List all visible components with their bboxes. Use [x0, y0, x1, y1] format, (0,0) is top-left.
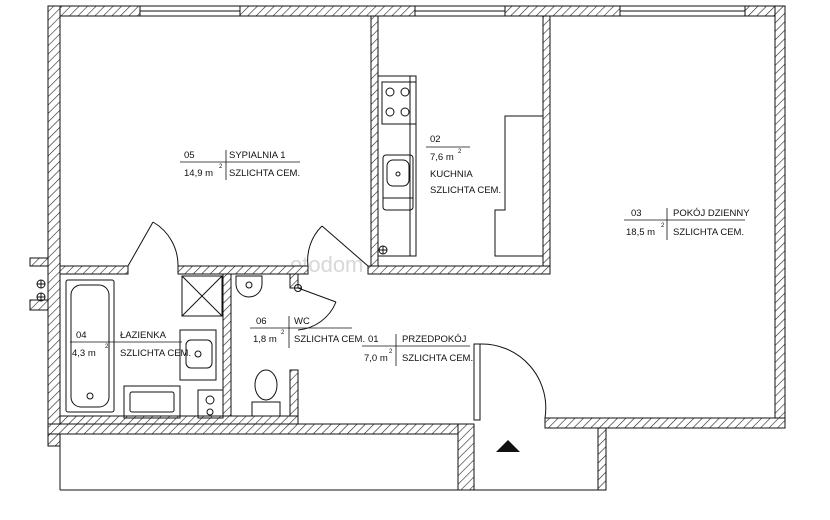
room-label-przedpokoj: 01 PRZEDPOKÓJ 7,0 m 2 SZLICHTA CEM.	[362, 334, 473, 366]
balcony	[59, 434, 598, 491]
room-id: 01	[368, 334, 379, 345]
room-area: 1,8 m	[253, 334, 277, 345]
room-floor: SZLICHTA CEM.	[294, 334, 365, 345]
room-name: PRZEDPOKÓJ	[402, 334, 467, 345]
room-name: KUCHNIA	[430, 169, 473, 180]
room-floor: SZLICHTA CEM.	[673, 227, 744, 238]
windows	[139, 5, 746, 17]
toilet-icon	[251, 369, 281, 417]
room-area: 7,6 m	[430, 152, 454, 163]
room-floor: SZLICHTA CEM.	[229, 168, 300, 179]
room-area-unit-sup: 2	[389, 349, 393, 355]
room-label-lazienka: 04 ŁAZIENKA 4,3 m 2 SZLICHTA CEM.	[70, 330, 191, 362]
washing-machine-icon	[123, 385, 181, 419]
washbasin-icon	[179, 329, 217, 381]
room-area-unit-sup: 2	[105, 344, 109, 350]
room-area-unit-sup: 2	[219, 164, 223, 170]
room-area-unit-sup: 2	[458, 149, 462, 155]
room-label-pokoj-dzienny: 03 POKÓJ DZIENNY 18,5 m 2 SZLICHTA CEM.	[624, 208, 750, 240]
room-area: 14,9 m	[184, 168, 213, 179]
room-id: 05	[184, 150, 195, 161]
shower-icon	[181, 275, 223, 317]
bathroom-vent-icon	[197, 389, 224, 419]
room-area: 18,5 m	[626, 227, 655, 238]
room-label-wc: 06 WC 1,8 m 2 SZLICHTA CEM.	[250, 316, 365, 348]
room-id: 06	[256, 316, 267, 327]
room-area: 4,3 m	[72, 348, 96, 359]
stove-icon	[381, 81, 417, 125]
room-area-unit-sup: 2	[281, 330, 285, 336]
room-floor: SZLICHTA CEM.	[402, 353, 473, 364]
room-name: ŁAZIENKA	[120, 330, 167, 341]
room-name: SYPIALNIA 1	[229, 150, 286, 161]
kitchen-vent-icon	[378, 245, 388, 255]
room-name: WC	[294, 316, 310, 327]
room-area-unit-sup: 2	[661, 223, 665, 229]
room-id: 03	[631, 208, 642, 219]
room-id: 02	[430, 134, 441, 145]
wc-vent-icon	[294, 284, 302, 292]
entrance-arrow-icon	[496, 440, 520, 452]
walls	[29, 5, 786, 491]
room-floor: SZLICHTA CEM.	[430, 185, 501, 196]
kitchen-counter	[377, 75, 417, 257]
left-duct-icons	[36, 279, 46, 302]
room-id: 04	[76, 330, 87, 341]
room-label-sypialnia: 05 SYPIALNIA 1 14,9 m 2 SZLICHTA CEM.	[180, 150, 300, 180]
kitchen-sink-icon	[382, 154, 414, 211]
doors	[127, 221, 547, 421]
room-name: POKÓJ DZIENNY	[673, 208, 750, 219]
room-area: 7,0 m	[364, 353, 388, 364]
room-floor: SZLICHTA CEM.	[120, 348, 191, 359]
room-label-kuchnia: 02 7,6 m 2 KUCHNIA SZLICHTA CEM.	[426, 134, 501, 196]
kitchen-island	[494, 115, 543, 257]
wc-sink-icon	[235, 275, 263, 298]
